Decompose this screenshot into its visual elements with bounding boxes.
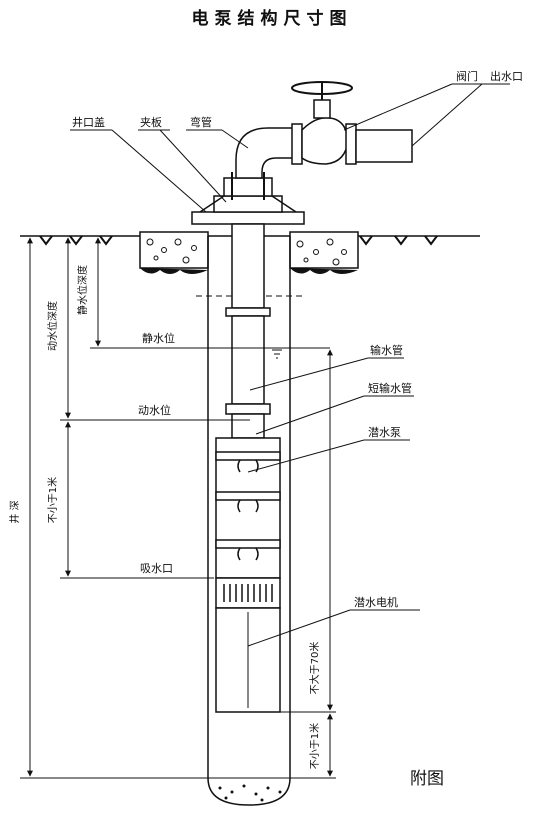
dimension-lines [27,237,333,777]
intake-screen [215,577,281,609]
valve [291,81,357,165]
well-cover-assembly [191,172,305,225]
elbow-pipe [235,127,297,179]
dim-static-depth: 静水位深度 [76,265,89,315]
label-clamp-plate: 夹板 [140,115,162,129]
label-static-level: 静水位 [142,331,175,345]
pump-body [215,437,281,579]
label-water-pipe: 输水管 [370,343,403,357]
label-intake: 吸水口 [140,562,173,575]
diagram-title: 电泵结构尺寸图 [192,8,353,29]
dim-max-70m: 不大于70米 [308,642,321,695]
label-dynamic-level: 动水位 [138,403,171,417]
dim-min-1m-lower: 不小于1米 [308,723,321,769]
label-outlet: 出水口 [490,69,523,83]
label-short-pipe: 短输水管 [368,381,412,395]
dim-min-1m-upper: 不小于1米 [46,477,59,523]
label-well-cover: 井口盖 [72,115,105,129]
figure-caption: 附图 [410,769,444,789]
outlet-pipe [355,129,413,163]
label-elbow: 弯管 [190,115,212,129]
submersible-motor [215,607,281,713]
dim-dynamic-depth: 动水位深度 [46,301,59,351]
dim-well-depth: 井 深 [8,500,21,523]
label-pump: 潜水泵 [368,425,401,439]
wellhead-concrete [139,231,359,274]
label-motor: 潜水电机 [354,595,398,609]
label-valve: 阀门 [456,69,478,83]
leader-lines [70,83,510,647]
water-level-lines [20,347,336,779]
riser-pipe [225,223,271,439]
